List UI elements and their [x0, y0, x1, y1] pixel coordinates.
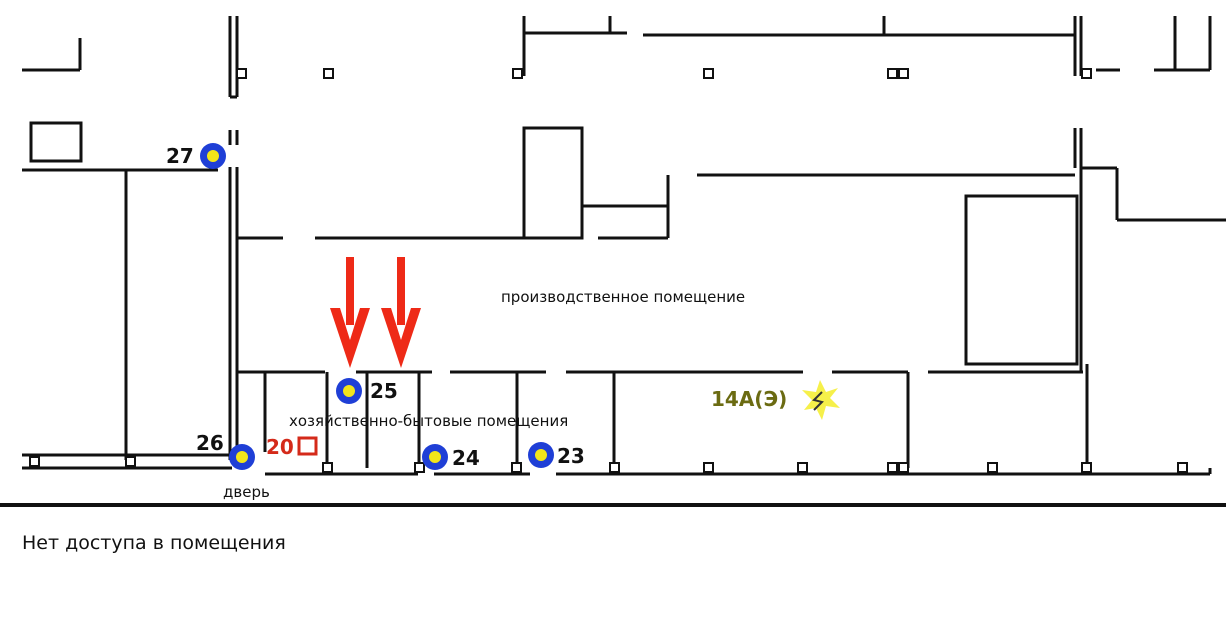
- floor-plan-svg: [22, 16, 1226, 476]
- floor-plan: [22, 16, 1226, 476]
- marker-label-24: 24: [452, 446, 480, 470]
- lightning-icon: [802, 380, 840, 420]
- marker-label-27: 27: [166, 144, 194, 168]
- divider: [0, 503, 1226, 507]
- marker-label-20: 20: [266, 435, 294, 459]
- square-marker-icon: [297, 436, 318, 456]
- utility-rooms-label: хозяйственно-бытовые помещения: [289, 412, 569, 430]
- marker-label-25: 25: [370, 379, 398, 403]
- marker-label-26: 26: [196, 431, 224, 455]
- walls: [22, 16, 1226, 476]
- caption: Нет доступа в помещения: [22, 532, 286, 554]
- marker-dots: [200, 143, 554, 470]
- marker-label-23: 23: [557, 444, 585, 468]
- production-room-label: производственное помещение: [501, 288, 746, 306]
- columns: [29, 68, 1188, 473]
- arrow-down-icon: [330, 257, 421, 368]
- door-label: дверь: [223, 483, 270, 501]
- marker-label-14: 14А(Э): [711, 387, 788, 411]
